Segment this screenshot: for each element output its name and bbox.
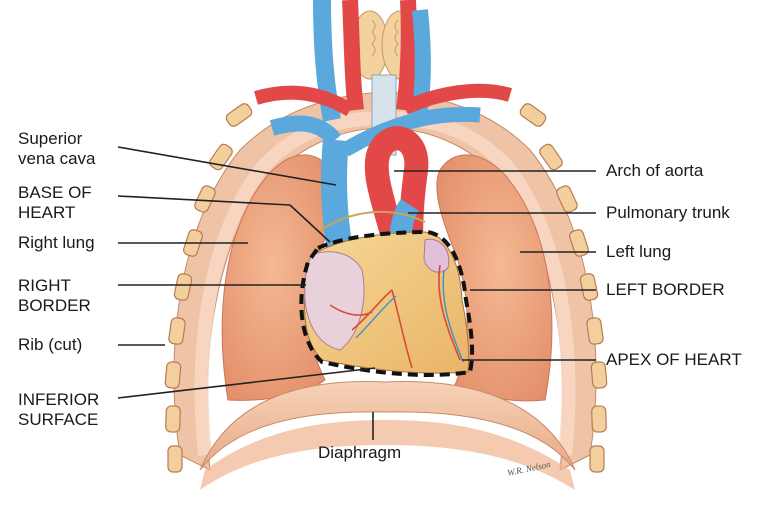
label-right-border-line2: BORDER: [18, 296, 91, 316]
label-base-of-heart-line1: BASE OF: [18, 183, 92, 203]
label-diaphragm: Diaphragm: [318, 443, 401, 463]
label-right-border-line1: RIGHT: [18, 276, 91, 296]
label-base-of-heart: BASE OF HEART: [18, 183, 92, 223]
label-right-border: RIGHT BORDER: [18, 276, 91, 316]
label-superior-vena-cava-line2: vena cava: [18, 149, 96, 169]
label-inferior-surface-line1: INFERIOR: [18, 390, 99, 410]
label-left-lung: Left lung: [606, 242, 671, 262]
label-inferior-surface-line2: SURFACE: [18, 410, 99, 430]
label-left-border: LEFT BORDER: [606, 280, 725, 300]
label-right-lung: Right lung: [18, 233, 95, 253]
label-inferior-surface: INFERIOR SURFACE: [18, 390, 99, 430]
label-superior-vena-cava: Superior vena cava: [18, 129, 96, 169]
heart: [301, 232, 472, 375]
label-apex-of-heart: APEX OF HEART: [606, 350, 772, 370]
label-superior-vena-cava-line1: Superior: [18, 129, 96, 149]
label-pulmonary-trunk: Pulmonary trunk: [606, 203, 730, 223]
label-base-of-heart-line2: HEART: [18, 203, 92, 223]
label-arch-of-aorta: Arch of aorta: [606, 161, 703, 181]
label-rib-cut: Rib (cut): [18, 335, 82, 355]
